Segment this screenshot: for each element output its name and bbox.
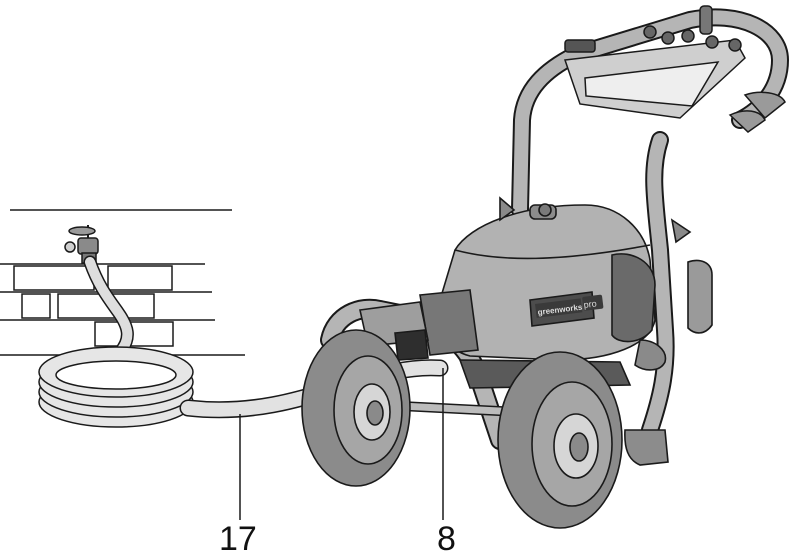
svg-text:pro: pro [583, 298, 597, 310]
hose-coil [38, 346, 194, 428]
right-wheel [497, 351, 623, 529]
callout-17: 17 [219, 520, 257, 558]
garden-hose [83, 255, 134, 359]
callout-leaders [239, 368, 444, 520]
brick-wall [0, 209, 245, 356]
control-panel [563, 5, 786, 133]
left-wheel [301, 329, 411, 487]
brand-logo: greenworks pro [535, 294, 604, 318]
rear-foot [624, 429, 669, 466]
callout-8: 8 [437, 520, 456, 558]
